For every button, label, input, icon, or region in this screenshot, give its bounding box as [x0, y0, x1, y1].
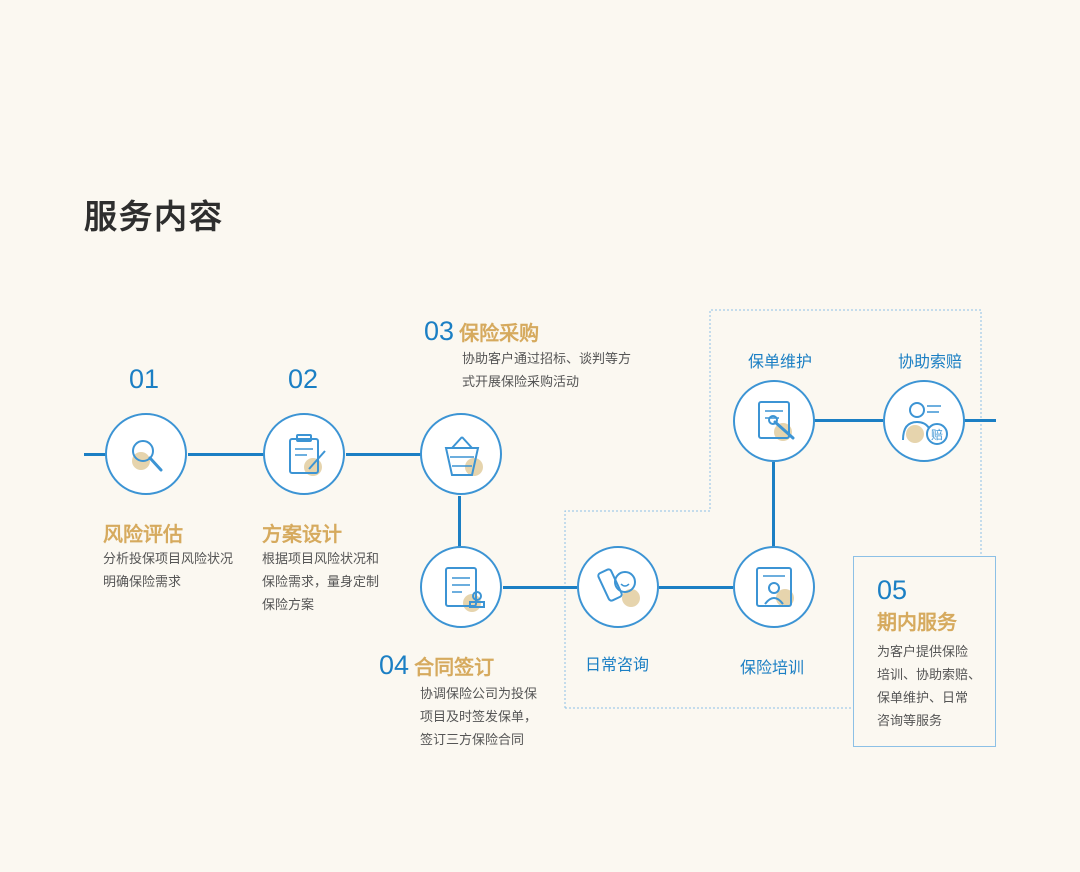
step-05-box: 05 期内服务 为客户提供保险 培训、协助索赔、 保单维护、日常 咨询等服务 — [853, 556, 996, 747]
step-01-node — [105, 413, 187, 495]
step-03-heading: 03 保险采购 — [424, 316, 539, 347]
step-02-desc-line: 根据项目风险状况和 — [262, 552, 380, 567]
training-node — [733, 546, 815, 628]
step-05-desc-line: 咨询等服务 — [877, 714, 943, 729]
daily-consult-label: 日常咨询 — [585, 655, 650, 674]
step-02-number: 02 — [288, 364, 319, 394]
step-03-desc-line: 协助客户通过招标、谈判等方 — [462, 352, 632, 367]
step-01-desc-line: 分析投保项目风险状况 — [103, 552, 234, 567]
step-03-number: 03 — [424, 316, 455, 346]
magnifier-icon — [132, 440, 163, 472]
step-05-desc-line: 保单维护、日常 — [877, 691, 969, 706]
step-01-title: 风险评估 — [103, 522, 183, 546]
claims-label: 协助索赔 — [898, 352, 963, 371]
page-title: 服务内容 — [84, 197, 224, 236]
step-03-node — [420, 413, 502, 495]
step-02-description: 根据项目风险状况和 保险需求，量身定制 保险方案 — [262, 548, 379, 617]
step-04-title: 合同签订 — [414, 655, 495, 679]
step-03-title: 保险采购 — [459, 321, 540, 345]
claims-person-icon: 赔 — [902, 402, 948, 445]
connector-line-daily-training — [659, 586, 733, 589]
claims-node: 赔 — [883, 380, 965, 462]
connector-line-01-02 — [188, 453, 264, 456]
daily-consult-node — [577, 546, 659, 628]
maintenance-node — [733, 380, 815, 462]
step-04-description: 协调保险公司为投保 项目及时签发保单， 签订三方保险合同 — [420, 683, 537, 752]
step-01-number: 01 — [129, 364, 160, 394]
maintenance-label: 保单维护 — [748, 352, 813, 371]
step-04-desc-line: 项目及时签发保单， — [420, 710, 538, 725]
step-02-node — [263, 413, 345, 495]
step-02-desc-line: 保险需求，量身定制 — [262, 575, 380, 590]
step-04-node — [420, 546, 502, 628]
step-05-description: 为客户提供保险 培训、协助索赔、 保单维护、日常 咨询等服务 — [877, 641, 981, 733]
connector-line-02-03 — [346, 453, 421, 456]
step-01-desc-line: 明确保险需求 — [103, 575, 182, 590]
step-03-description: 协助客户通过招标、谈判等方 式开展保险采购活动 — [462, 348, 631, 394]
step-03-desc-line: 式开展保险采购活动 — [462, 375, 580, 390]
training-board-icon — [756, 567, 794, 607]
training-label: 保险培训 — [740, 658, 805, 677]
step-05-desc-line: 培训、协助索赔、 — [877, 668, 982, 683]
step-02-desc-line: 保险方案 — [262, 598, 315, 613]
step-05-desc-line: 为客户提供保险 — [877, 645, 969, 660]
connector-line-maintenance-claims — [814, 419, 883, 422]
basket-icon — [444, 436, 483, 476]
clipboard-pen-icon — [289, 434, 326, 476]
connector-line-end — [964, 419, 996, 422]
document-stamp-icon — [445, 567, 485, 612]
phone-smile-icon — [597, 568, 640, 607]
step-02-title: 方案设计 — [262, 522, 342, 546]
step-05-number: 05 — [877, 575, 908, 605]
document-wrench-icon — [758, 401, 795, 441]
connector-line-03-04 — [458, 496, 461, 547]
connector-line-start — [84, 453, 106, 456]
connector-line-04-daily — [503, 586, 577, 589]
claims-badge-text: 赔 — [931, 427, 943, 442]
connector-line-training-maintenance — [772, 462, 775, 548]
step-04-heading: 04 合同签订 — [379, 650, 494, 681]
step-04-desc-line: 签订三方保险合同 — [420, 733, 525, 748]
step-05-title: 期内服务 — [877, 610, 957, 634]
step-04-number: 04 — [379, 650, 410, 680]
step-04-desc-line: 协调保险公司为投保 — [420, 687, 538, 702]
step-01-description: 分析投保项目风险状况 明确保险需求 — [103, 548, 233, 594]
